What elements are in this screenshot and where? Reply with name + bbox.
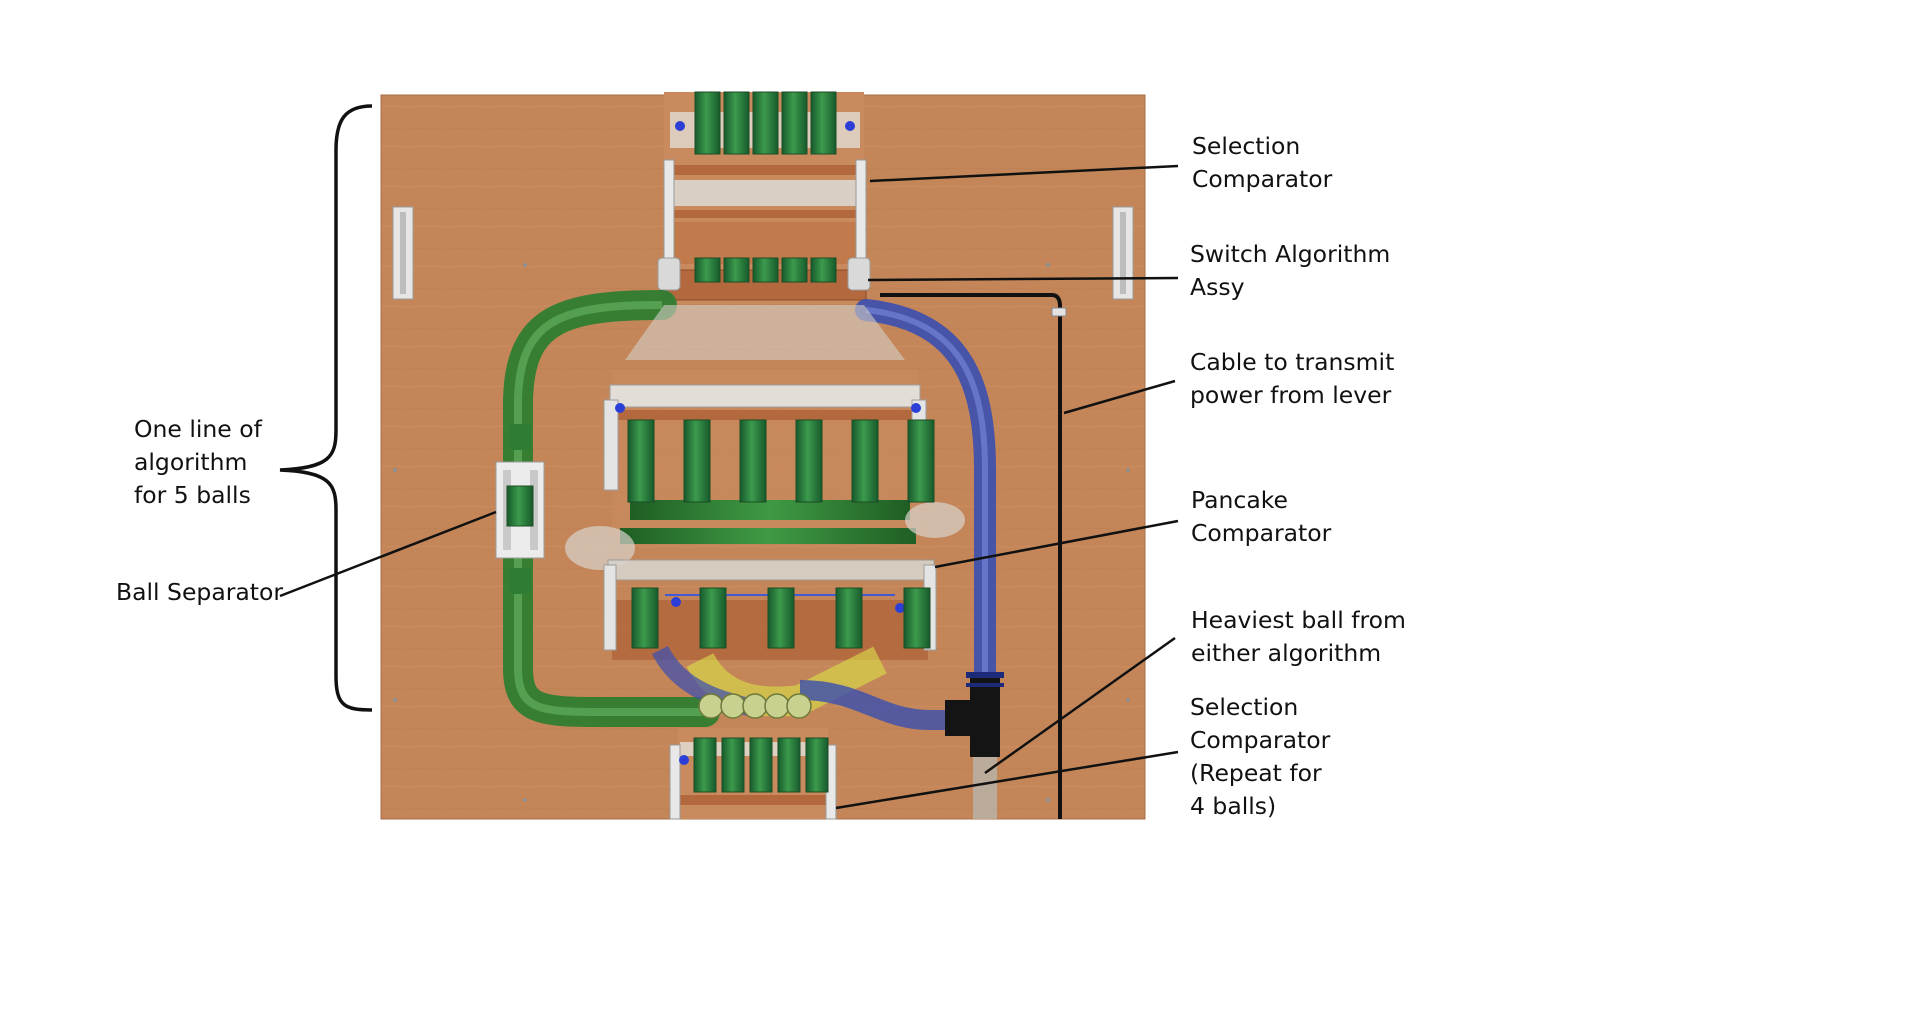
bottom-cylinder xyxy=(778,738,800,792)
bottom-cylinder xyxy=(750,738,772,792)
top-cylinder xyxy=(811,92,836,154)
top-cylinder xyxy=(753,92,778,154)
output-balls xyxy=(699,694,811,718)
lower-cylinder xyxy=(700,588,726,648)
top-cylinder-lower xyxy=(782,258,807,282)
top-cylinder-lower xyxy=(811,258,836,282)
lower-cylinder xyxy=(768,588,794,648)
bottom-cylinder xyxy=(694,738,716,792)
top-cylinder xyxy=(782,92,807,154)
side-rail-left xyxy=(393,207,413,299)
bottom-cylinder xyxy=(806,738,828,792)
label-one-line-algorithm: One line of algorithm for 5 balls xyxy=(134,413,262,512)
top-cylinder-lower xyxy=(695,258,720,282)
pancake-cylinder xyxy=(852,420,878,502)
label-selection-comparator-top: Selection Comparator xyxy=(1192,130,1332,196)
pancake-cylinder xyxy=(684,420,710,502)
label-switch-algorithm-assy: Switch Algorithm Assy xyxy=(1190,238,1390,304)
lower-cylinder xyxy=(632,588,658,648)
lower-cylinder xyxy=(836,588,862,648)
label-selection-comparator-bottom: Selection Comparator (Repeat for 4 balls… xyxy=(1190,691,1330,823)
bottom-cylinders xyxy=(694,738,828,792)
curly-brace xyxy=(280,106,372,710)
top-cylinder xyxy=(695,92,720,154)
label-heaviest-ball: Heaviest ball from either algorithm xyxy=(1191,604,1406,670)
pancake-cylinder xyxy=(740,420,766,502)
pancake-cylinder xyxy=(796,420,822,502)
label-ball-separator: Ball Separator xyxy=(116,576,283,609)
top-cylinder-lower xyxy=(753,258,778,282)
label-pancake-comparator: Pancake Comparator xyxy=(1191,484,1331,550)
pancake-cylinder xyxy=(628,420,654,502)
top-cylinders-lower xyxy=(695,258,836,282)
lower-cylinder xyxy=(904,588,930,648)
top-cylinder-lower xyxy=(724,258,749,282)
bottom-cylinder xyxy=(722,738,744,792)
top-cylinder xyxy=(724,92,749,154)
top-cylinders xyxy=(695,92,836,154)
side-rail-right xyxy=(1113,207,1133,299)
label-cable-power: Cable to transmit power from lever xyxy=(1190,346,1394,412)
pancake-cylinder xyxy=(908,420,934,502)
